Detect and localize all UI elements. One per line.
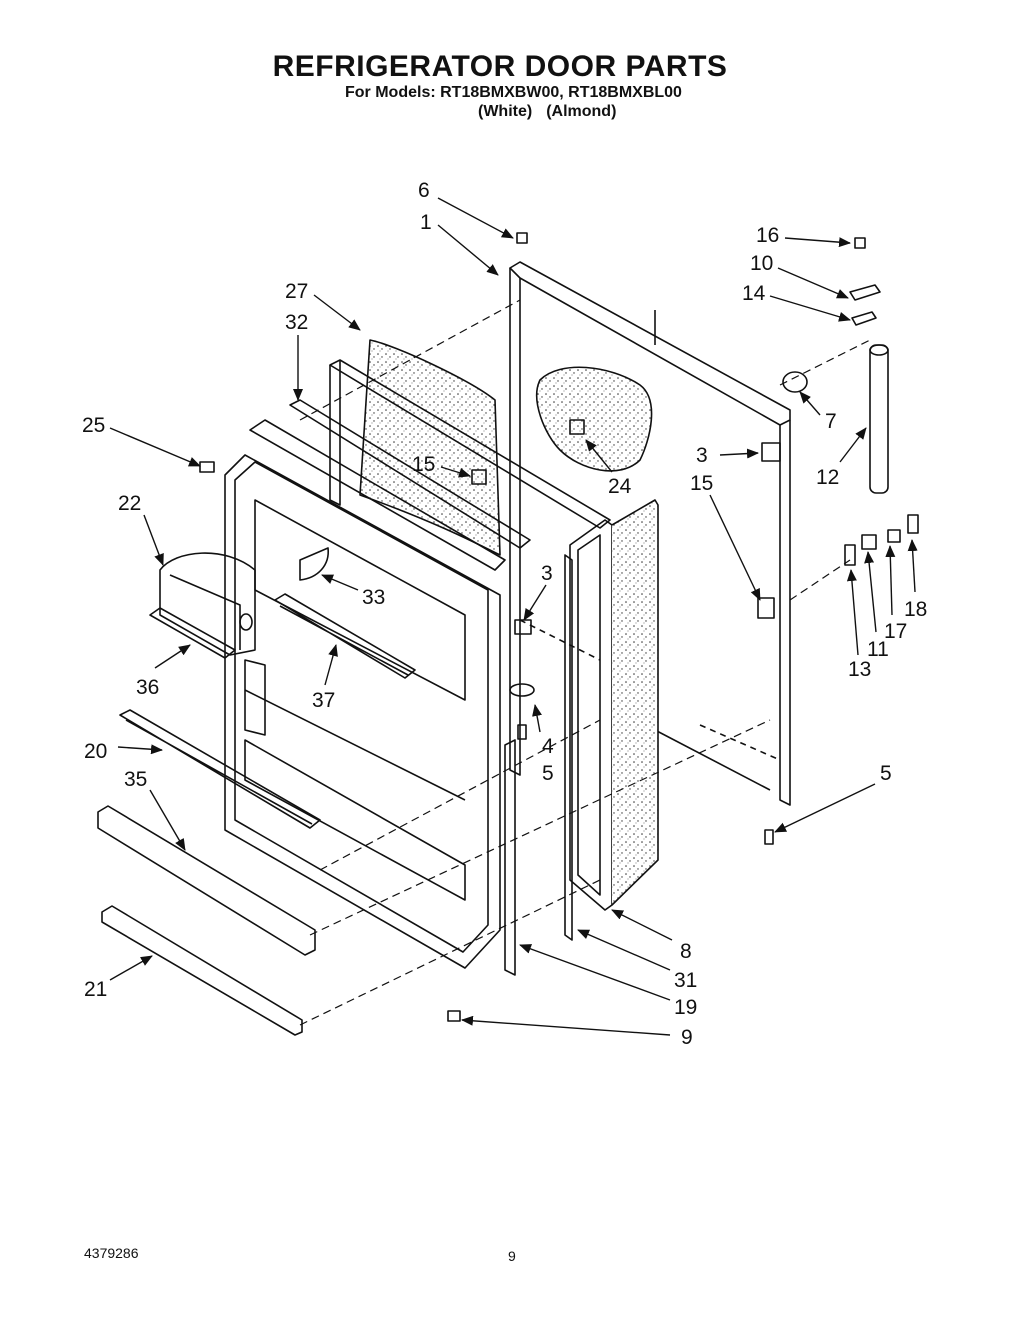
- door-handle-top: [869, 344, 889, 494]
- callout-17: 17: [884, 620, 907, 643]
- door-shelf-21: [101, 905, 303, 1036]
- page-title: REFRIGERATOR DOOR PARTS: [272, 50, 728, 83]
- page-number: 9: [508, 1248, 516, 1264]
- callout-14: 14: [742, 282, 766, 305]
- callout-6: 6: [418, 179, 430, 202]
- models-line: For Models: RT18BMXBW00, RT18BMXBL00: [345, 84, 682, 101]
- leader-lines: [109, 197, 918, 1036]
- color-almond-label: (Almond): [546, 103, 617, 120]
- callout-37: 37: [312, 689, 335, 712]
- callout-3a: 3: [696, 444, 708, 467]
- breaker-frame: [249, 359, 611, 571]
- callout-32: 32: [285, 311, 308, 334]
- callout-27: 27: [285, 280, 308, 303]
- callout-labels: 6 1 16 10 14 27 32 25 15 24 7 3 15 12 22…: [82, 179, 927, 1049]
- part-number: 4379286: [84, 1245, 139, 1261]
- callout-31: 31: [674, 969, 697, 992]
- inner-door-liner: [224, 454, 501, 969]
- callout-35: 35: [124, 768, 147, 791]
- dairy-compartment-door: [159, 552, 256, 656]
- door-shelf-37: [274, 593, 416, 679]
- callout-1: 1: [420, 211, 432, 234]
- callout-18: 18: [904, 598, 927, 621]
- callout-21: 21: [84, 978, 107, 1001]
- alignment-lines: [299, 299, 871, 1026]
- callout-15a: 15: [412, 453, 435, 476]
- callout-16: 16: [756, 224, 779, 247]
- color-line: (White) (Almond): [478, 103, 616, 121]
- color-white-label: (White): [478, 103, 533, 120]
- callout-24: 24: [608, 475, 632, 498]
- insulation-foam-panel: [536, 366, 653, 472]
- callout-12: 12: [816, 466, 839, 489]
- hinge-hardware: [199, 232, 919, 1022]
- callout-15b: 15: [690, 472, 713, 495]
- callout-11: 11: [867, 638, 889, 661]
- callout-7: 7: [825, 410, 837, 433]
- callout-9: 9: [681, 1026, 693, 1049]
- outer-door-panel: [509, 261, 791, 806]
- callout-5b: 5: [880, 762, 892, 785]
- dairy-hinge-bar: [149, 607, 236, 659]
- callout-36: 36: [136, 676, 159, 699]
- door-shelf-20: [119, 709, 321, 829]
- door-shelf-35: [97, 805, 316, 956]
- callout-4: 4: [542, 735, 554, 758]
- callout-8: 8: [680, 940, 692, 963]
- callout-5a: 5: [542, 762, 554, 785]
- door-handle-side: [504, 739, 516, 976]
- callout-10: 10: [750, 252, 773, 275]
- callout-33: 33: [362, 586, 385, 609]
- door-stop: [299, 547, 329, 581]
- callout-19: 19: [674, 996, 697, 1019]
- callout-13: 13: [848, 658, 871, 681]
- door-gasket: [564, 499, 659, 941]
- callout-20: 20: [84, 740, 107, 763]
- callout-22: 22: [118, 492, 141, 515]
- callout-3b: 3: [541, 562, 553, 585]
- callout-25: 25: [82, 414, 105, 437]
